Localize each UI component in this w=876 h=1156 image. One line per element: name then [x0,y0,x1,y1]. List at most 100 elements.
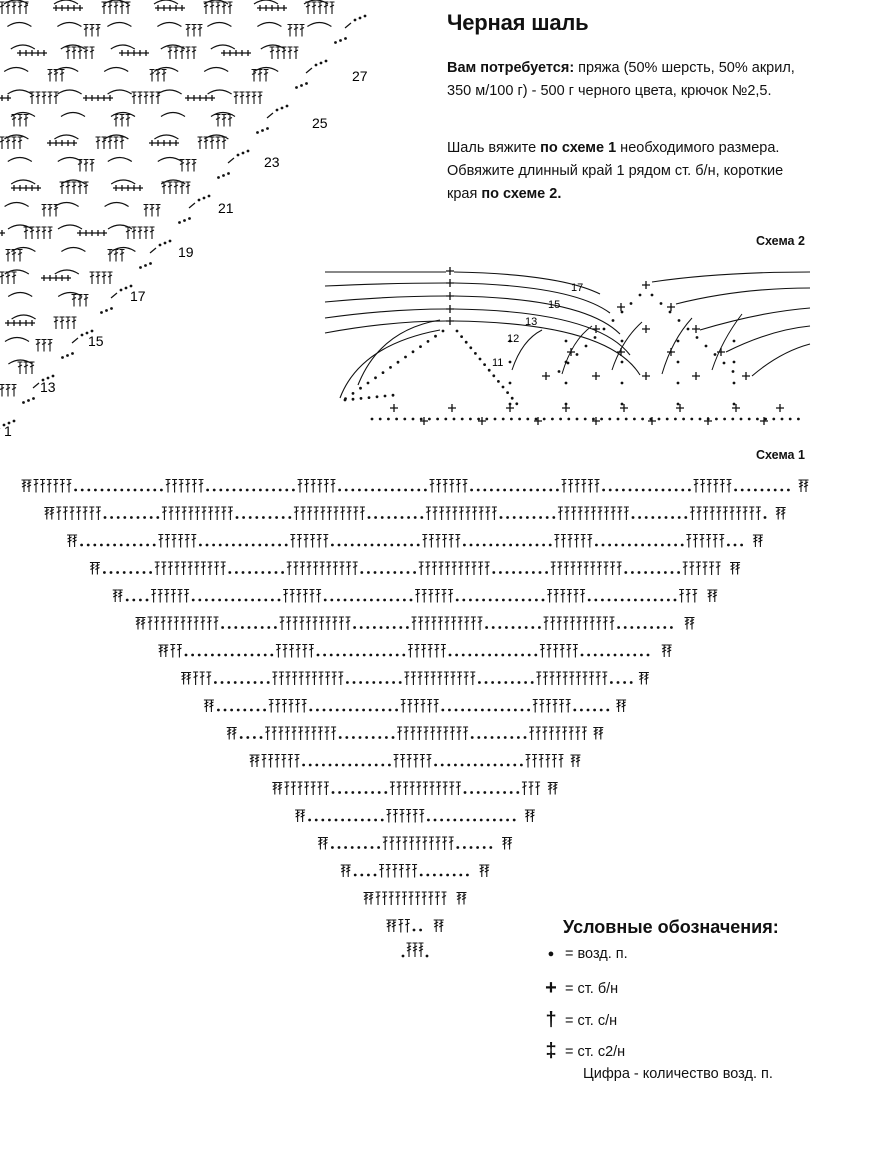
chain-stitch-mark [349,653,353,657]
double-crochet-mark [392,808,398,823]
chain-stitch-mark [633,653,637,657]
double-crochet-mark [464,616,470,630]
double-crochet-mark [95,136,101,149]
chain-stitch-mark [260,626,264,629]
double-crochet-mark [164,533,170,548]
single-crochet-mark [161,140,167,146]
chain-stitch-mark [503,488,506,492]
double-crochet-mark [425,506,431,520]
chain-stitch-mark [641,417,644,421]
chain-stitch-mark [338,791,342,794]
single-crochet-mark [173,140,179,146]
chain-stitch-mark [254,626,258,629]
chain-stitch-mark [644,571,648,574]
single-crochet-mark [143,50,149,56]
single-crochet-mark [209,95,215,101]
double-crochet-mark [560,588,566,603]
double-crochet-mark [167,181,173,194]
chain-stitch-mark [367,396,371,399]
chain-stitch-mark [670,571,674,574]
double-crochet-mark [353,506,359,520]
chain-stitch-mark [641,543,645,547]
double-crochet-mark [17,136,23,149]
single-crochet-mark [29,185,35,191]
chain-stitch-mark [542,543,546,547]
double-crochet-mark [47,338,53,352]
chain-stitch-mark [593,708,597,712]
double-crochet-mark [319,561,325,575]
row-curve [453,295,621,335]
double-crochet-mark [375,891,381,905]
treble-crochet-mark [598,726,604,740]
double-crochet-mark [441,588,447,603]
double-crochet-mark [113,136,119,149]
chain-stitch-mark [280,106,284,110]
chain-stitch-mark [455,329,459,333]
double-crochet-mark [415,891,421,905]
chain-stitch-mark [402,653,406,657]
double-crochet-mark [154,616,160,630]
chain-stitch-mark [365,736,369,739]
chain-stitch-mark [264,598,268,602]
chain-stitch-mark [348,763,352,767]
double-crochet-mark [281,698,287,713]
chain-stitch-mark [484,736,487,739]
chain-stitch-mark [522,543,526,547]
single-crochet-mark [617,303,625,311]
chain-arch-mark [107,89,132,95]
double-crochet-mark [286,561,292,575]
chain-stitch-mark [337,598,340,602]
chain-arch-mark [153,0,179,5]
chain-stitch-mark [476,488,480,492]
chain-stitch-mark [470,791,474,794]
double-crochet-mark [409,836,415,850]
double-crochet-mark [535,781,541,795]
fragment-row-label: 17 [130,288,146,304]
chain-stitch-mark [359,626,363,629]
chain-stitch-mark [268,516,272,519]
double-crochet-mark [11,1,17,14]
chain-arch-mark [160,44,186,50]
single-crochet-mark [642,281,650,289]
double-crochet-mark [83,23,89,37]
treble-crochet-mark [621,699,627,712]
double-crochet-mark [310,478,316,493]
double-crochet-mark [428,588,434,603]
row-curve [453,271,601,295]
double-crochet-mark [403,726,409,740]
double-crochet-mark [569,671,575,685]
double-crochet-mark [529,726,535,740]
chain-stitch-mark [380,516,384,519]
double-crochet-mark [167,616,173,630]
legend-title: Условные обозначения: [563,917,779,937]
fragment-row-labels: 27 25 23 21 19 17 15 13 1 [4,68,368,439]
chain-stitch-mark [230,653,234,657]
chain-stitch-mark [343,598,347,602]
instructions-bold: по схеме 1 [540,140,617,156]
double-crochet-mark [325,671,331,685]
chain-stitch-mark [387,516,391,519]
chain-stitch-mark [460,763,464,767]
single-crochet-mark [83,95,89,101]
chain-stitch-mark [564,381,568,385]
chain-stitch-mark [275,108,279,112]
double-crochet-mark [35,91,41,104]
chain-stitch-mark [369,653,373,657]
single-crochet-mark [53,140,59,146]
chain-stitch-mark [502,543,506,547]
chain-stitch-mark [620,653,624,657]
chain-stitch-mark [469,846,473,849]
double-crochet-mark [316,588,322,603]
chain-stitch-mark [646,653,650,657]
double-crochet-mark [749,506,755,520]
chain-stitch-mark [593,336,597,339]
scheme2-label: Схема 2 [756,234,805,248]
chain-stitch-mark [367,873,370,877]
chain-stitch-mark [674,543,678,547]
treble-crochet-mark [798,479,804,492]
double-crochet-mark [329,1,335,14]
double-crochet-mark [562,726,568,740]
double-crochet-mark [338,671,344,685]
chain-stitch-mark [416,543,420,547]
single-crochet-mark [23,320,29,326]
